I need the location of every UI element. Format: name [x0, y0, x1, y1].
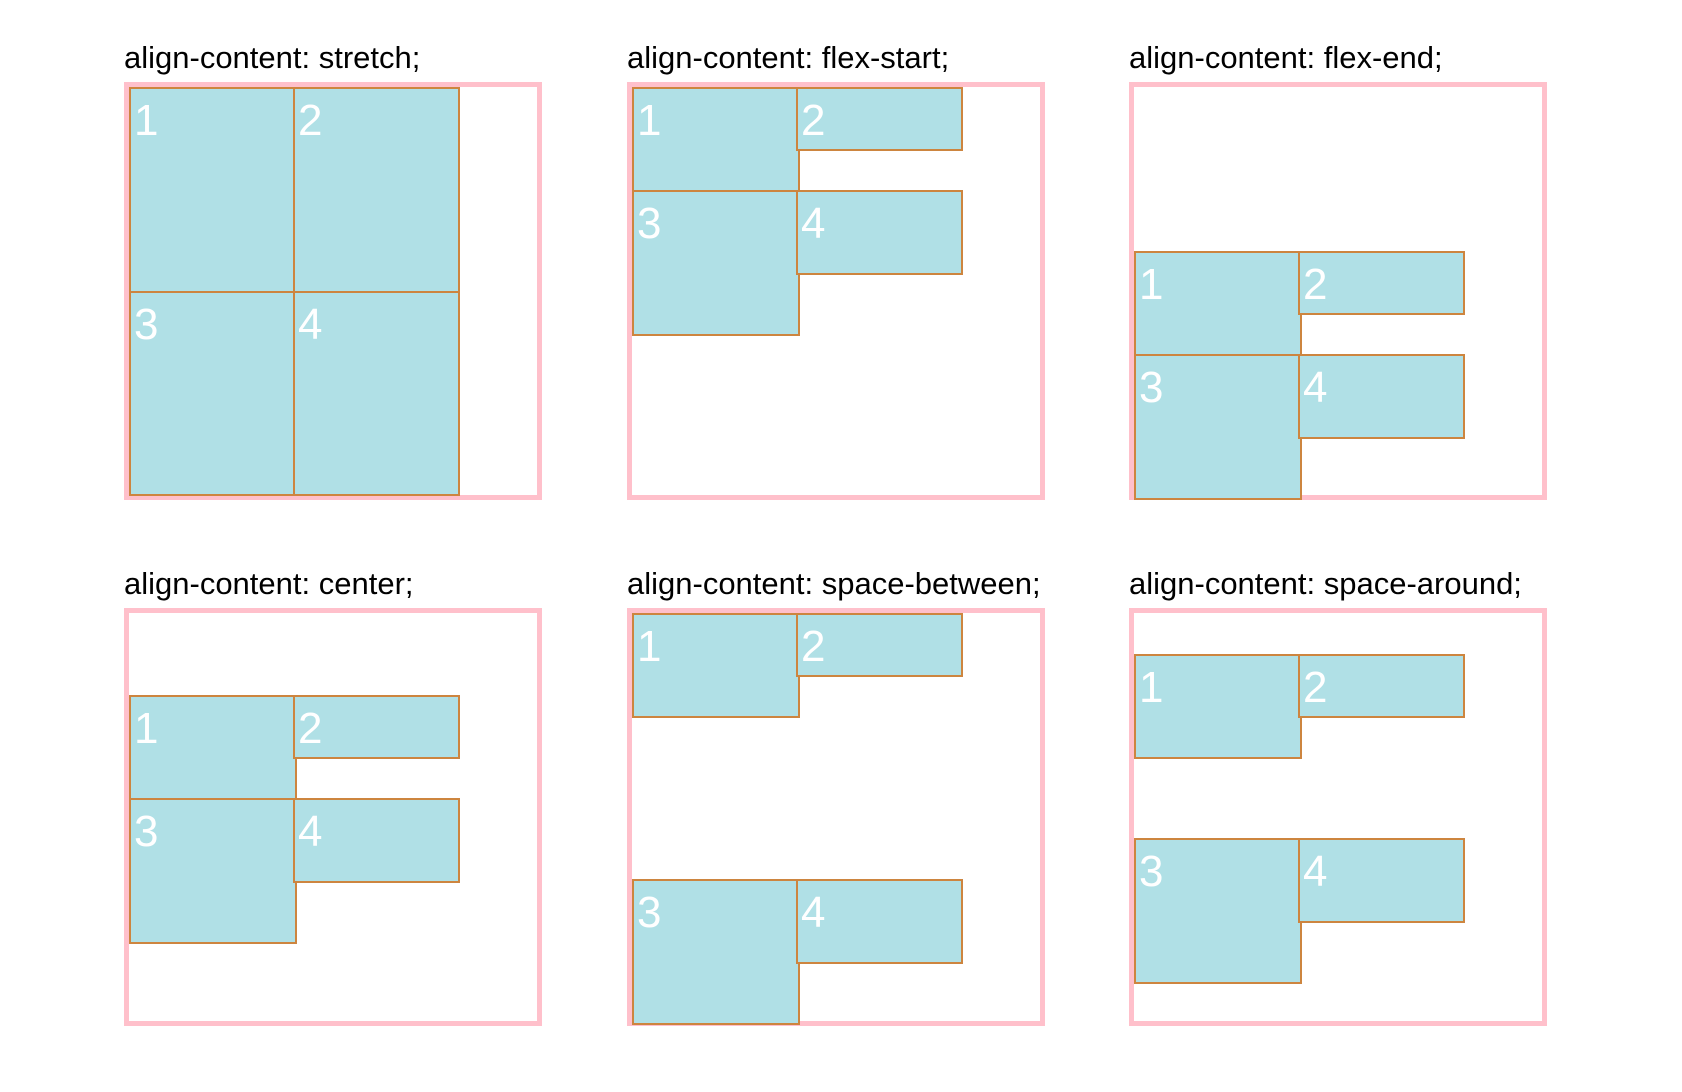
- flex-item-1: 1: [1134, 251, 1302, 356]
- flex-item-3: 3: [632, 879, 800, 1025]
- flex-item-4: 4: [796, 190, 963, 275]
- demo-title: align-content: flex-start;: [627, 40, 950, 75]
- flex-container: 1 2 3 4: [627, 82, 1045, 500]
- flex-item-3: 3: [1134, 354, 1302, 500]
- flex-item-1: 1: [129, 87, 295, 293]
- flex-item-2: 2: [796, 87, 963, 151]
- flex-item-3: 3: [632, 190, 800, 336]
- flex-item-2: 2: [796, 613, 963, 677]
- flex-item-3: 3: [129, 291, 295, 496]
- demo-title: align-content: space-between;: [627, 566, 1041, 601]
- demo-title: align-content: flex-end;: [1129, 40, 1443, 75]
- flex-item-3: 3: [129, 798, 297, 944]
- flex-item-2: 2: [293, 87, 460, 293]
- flex-item-1: 1: [632, 87, 800, 192]
- flex-container: 1 2 3 4: [124, 608, 542, 1026]
- flex-item-1: 1: [1134, 654, 1302, 759]
- flex-item-4: 4: [1298, 838, 1465, 923]
- flex-item-3: 3: [1134, 838, 1302, 984]
- flex-item-2: 2: [1298, 251, 1465, 315]
- demo-title: align-content: center;: [124, 566, 414, 601]
- flex-container: 1 2 3 4: [1129, 608, 1547, 1026]
- flex-container: 1 2 3 4: [627, 608, 1045, 1026]
- flex-item-1: 1: [632, 613, 800, 718]
- flex-item-1: 1: [129, 695, 297, 800]
- flex-item-4: 4: [796, 879, 963, 964]
- flex-container: 1 2 3 4: [1129, 82, 1547, 500]
- demo-title: align-content: space-around;: [1129, 566, 1522, 601]
- flex-container: 1 2 3 4: [124, 82, 542, 500]
- flex-item-2: 2: [1298, 654, 1465, 718]
- flex-item-4: 4: [1298, 354, 1465, 439]
- flex-item-4: 4: [293, 291, 460, 496]
- flex-item-2: 2: [293, 695, 460, 759]
- flex-item-4: 4: [293, 798, 460, 883]
- demo-title: align-content: stretch;: [124, 40, 421, 75]
